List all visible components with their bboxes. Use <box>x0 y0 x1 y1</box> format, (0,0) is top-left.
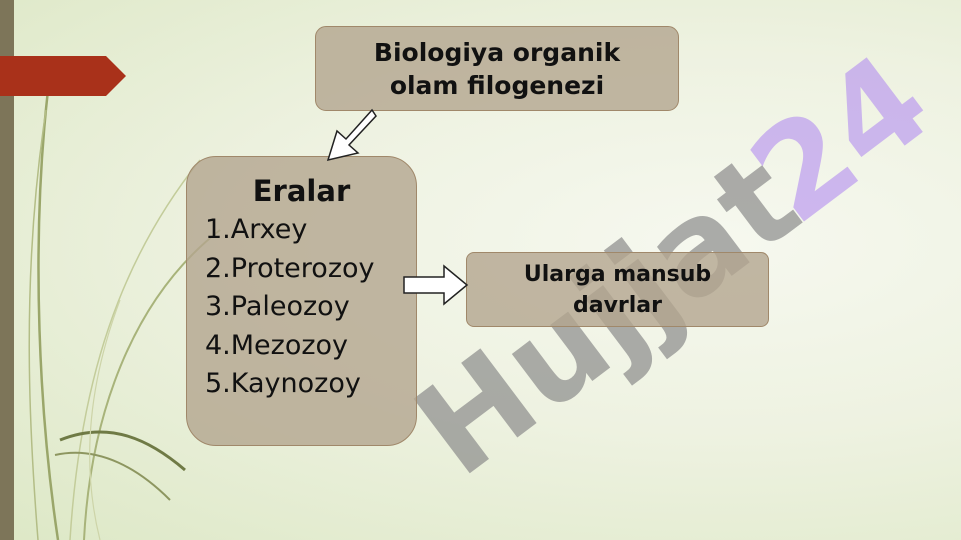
periods-text: Ularga mansub davrlar <box>523 261 712 318</box>
era-item-proterozoy: 2.Proterozoy <box>205 252 375 284</box>
era-item-mezozoy: 4.Mezozoy <box>205 329 349 361</box>
arrow-right-icon <box>403 264 469 306</box>
left-side-strip <box>0 0 14 540</box>
title-box: Biologiya organik olam filogenezi <box>315 26 679 111</box>
watermark-brand-number: 24 <box>725 26 957 252</box>
era-item-kaynozoy: 5.Kaynozoy <box>205 368 361 399</box>
eras-heading: Eralar <box>252 174 351 208</box>
periods-box: Ularga mansub davrlar <box>466 252 769 327</box>
red-title-marker <box>0 56 126 96</box>
arrow-down-left-icon <box>326 108 377 162</box>
title-text: Biologiya organik olam filogenezi <box>373 37 621 100</box>
decorative-curves <box>28 89 221 540</box>
era-item-arxey: 1.Arxey <box>205 214 308 245</box>
era-item-paleozoy: 3.Paleozoy <box>205 291 350 322</box>
eras-box: Eralar 1.Arxey 2.Proterozoy 3.Paleozoy 4… <box>186 156 417 446</box>
